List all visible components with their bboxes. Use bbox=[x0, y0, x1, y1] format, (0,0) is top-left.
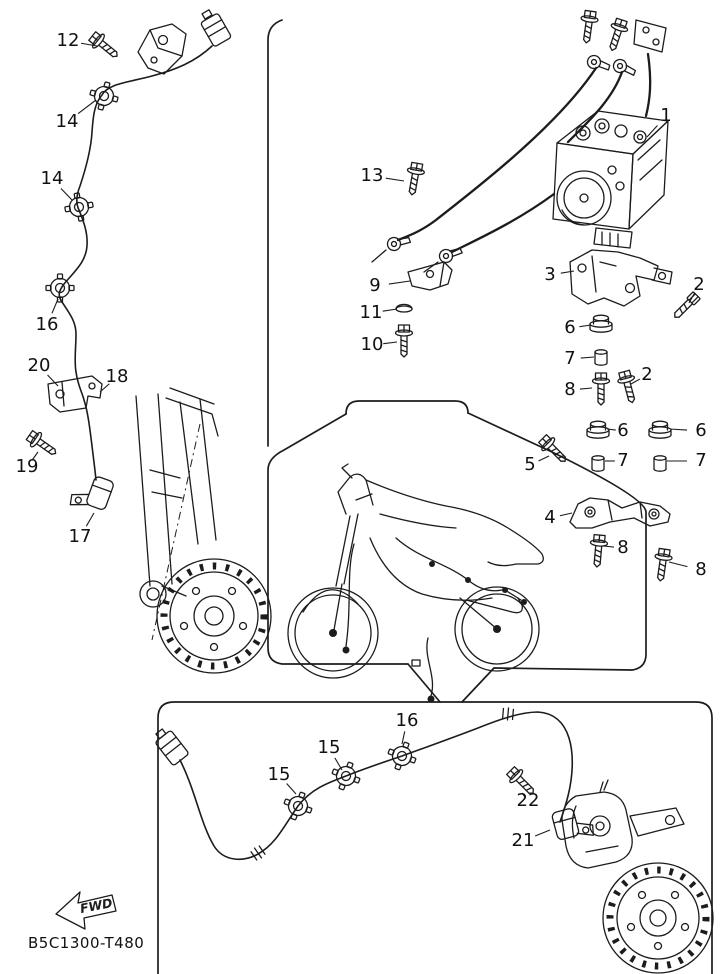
hose-bracket-9 bbox=[407, 261, 453, 291]
callout-20[interactable]: 20 bbox=[27, 355, 51, 376]
wheel-sensor-21 bbox=[551, 808, 594, 840]
center-bubble bbox=[267, 19, 647, 703]
callout-14[interactable]: 14 bbox=[55, 111, 79, 132]
callout-17[interactable]: 17 bbox=[68, 526, 92, 547]
callout-10[interactable]: 10 bbox=[360, 334, 384, 355]
part-code: B5C1300-T480 bbox=[28, 934, 145, 952]
callout-13[interactable]: 13 bbox=[360, 165, 384, 186]
abs-bracket-parts bbox=[535, 249, 701, 583]
callout-8[interactable]: 8 bbox=[617, 537, 629, 558]
callout-21[interactable]: 21 bbox=[511, 830, 535, 851]
rear-caliper bbox=[561, 779, 685, 869]
bottom-panel bbox=[157, 701, 713, 974]
bracket-4 bbox=[569, 497, 671, 529]
callout-11[interactable]: 11 bbox=[359, 302, 383, 323]
callout-8[interactable]: 8 bbox=[695, 559, 707, 580]
callout-1[interactable]: 1 bbox=[660, 105, 672, 126]
motorcycle bbox=[287, 463, 544, 703]
callout-5[interactable]: 5 bbox=[524, 454, 536, 475]
front-brake-disc bbox=[156, 558, 272, 674]
callout-7[interactable]: 7 bbox=[617, 450, 629, 471]
rear-sensor-assembly bbox=[155, 707, 594, 861]
callout-8[interactable]: 8 bbox=[564, 379, 576, 400]
callout-2[interactable]: 2 bbox=[641, 364, 653, 385]
callout-22[interactable]: 22 bbox=[516, 790, 540, 811]
callout-16[interactable]: 16 bbox=[35, 314, 59, 335]
front-sensor-assembly bbox=[23, 9, 232, 510]
hose-stay bbox=[633, 19, 667, 53]
callout-2[interactable]: 2 bbox=[693, 274, 705, 295]
fwd-arrow: FWD bbox=[55, 891, 117, 930]
callout-18[interactable]: 18 bbox=[105, 366, 129, 387]
callout-19[interactable]: 19 bbox=[15, 456, 39, 477]
bracket-3 bbox=[569, 249, 673, 307]
callout-6[interactable]: 6 bbox=[564, 317, 576, 338]
rear-brake-disc bbox=[602, 862, 714, 974]
cable-crimp-b bbox=[501, 707, 515, 721]
wheel-sensor-17 bbox=[69, 476, 114, 510]
callout-4[interactable]: 4 bbox=[544, 507, 556, 528]
cable-crimp-a bbox=[250, 845, 266, 861]
front-sensor-cable bbox=[58, 45, 213, 481]
callout-3[interactable]: 3 bbox=[544, 264, 556, 285]
callout-14[interactable]: 14 bbox=[40, 168, 64, 189]
callout-7[interactable]: 7 bbox=[695, 450, 707, 471]
callout-6[interactable]: 6 bbox=[695, 420, 707, 441]
callout-7[interactable]: 7 bbox=[564, 348, 576, 369]
fwd-label: FWD bbox=[79, 895, 114, 916]
callout-6[interactable]: 6 bbox=[617, 420, 629, 441]
front-fork bbox=[135, 387, 219, 641]
sensor-bracket-20 bbox=[47, 375, 103, 413]
callout-16[interactable]: 16 bbox=[395, 710, 419, 731]
callout-9[interactable]: 9 bbox=[369, 275, 381, 296]
stay-bracket-12 bbox=[137, 23, 187, 75]
callout-15[interactable]: 15 bbox=[317, 737, 341, 758]
cable-connector bbox=[200, 9, 232, 47]
callout-15[interactable]: 15 bbox=[267, 764, 291, 785]
brake-hoses bbox=[371, 9, 667, 358]
callout-12[interactable]: 12 bbox=[56, 30, 80, 51]
rear-cable-connector bbox=[155, 728, 189, 766]
rear-sensor-cable bbox=[179, 711, 574, 861]
